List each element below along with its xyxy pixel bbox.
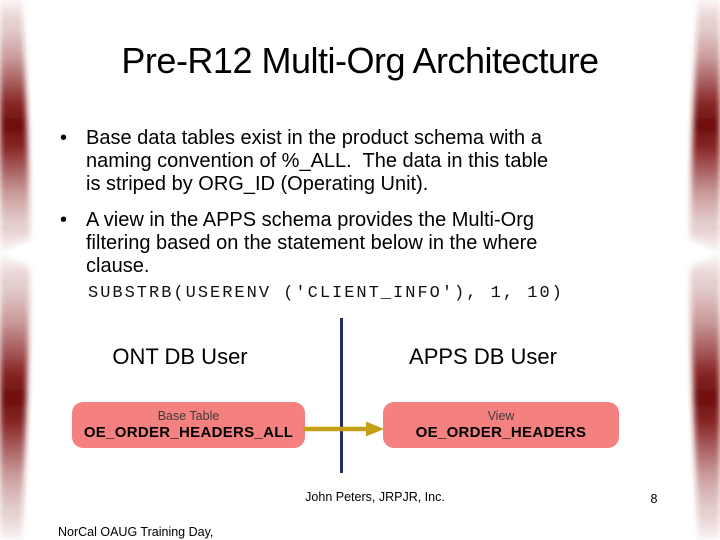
apps-db-user-label: APPS DB User <box>409 344 557 369</box>
footer-author: John Peters, JRPJR, Inc. <box>305 490 445 504</box>
bullet-item: A view in the APPS schema provides the M… <box>52 209 672 278</box>
base-table-box: Base Table OE_ORDER_HEADERS_ALL <box>72 402 305 448</box>
slide-title: Pre-R12 Multi-Org Architecture <box>121 40 599 81</box>
footer-event-line1: NorCal OAUG Training Day, <box>58 525 214 539</box>
right-ribbon-decoration <box>690 0 720 540</box>
footer-page-number: 8 <box>650 492 658 506</box>
view-name: OE_ORDER_HEADERS <box>415 423 587 441</box>
view-caption: View <box>487 408 515 423</box>
flow-arrow-icon <box>303 421 384 437</box>
sql-code-snippet: SUBSTRB(USERENV ('CLIENT_INFO'), 1, 10) <box>88 284 564 303</box>
bullet-text-line: A view in the APPS schema provides the M… <box>86 209 534 231</box>
base-table-caption: Base Table <box>157 408 220 423</box>
bullet-text-line: filtering based on the statement below i… <box>86 232 538 254</box>
base-table-name: OE_ORDER_HEADERS_ALL <box>83 423 294 441</box>
schema-divider-line <box>340 318 343 473</box>
footer-event-info: NorCal OAUG Training Day, 01/21/09 Paper… <box>58 490 213 540</box>
view-box: View OE_ORDER_HEADERS <box>383 402 619 448</box>
bullet-text-line: naming convention of %_ALL. The data in … <box>86 150 549 172</box>
ont-db-user-label: ONT DB User <box>112 344 248 369</box>
left-ribbon-decoration <box>0 0 30 540</box>
bullet-list: Base data tables exist in the product sc… <box>52 127 672 291</box>
bullet-item: Base data tables exist in the product sc… <box>52 127 672 196</box>
bullet-text-line: Base data tables exist in the product sc… <box>86 127 542 149</box>
bullet-text-line: clause. <box>86 255 150 277</box>
bullet-text-line: is striped by ORG_ID (Operating Unit). <box>86 173 429 195</box>
